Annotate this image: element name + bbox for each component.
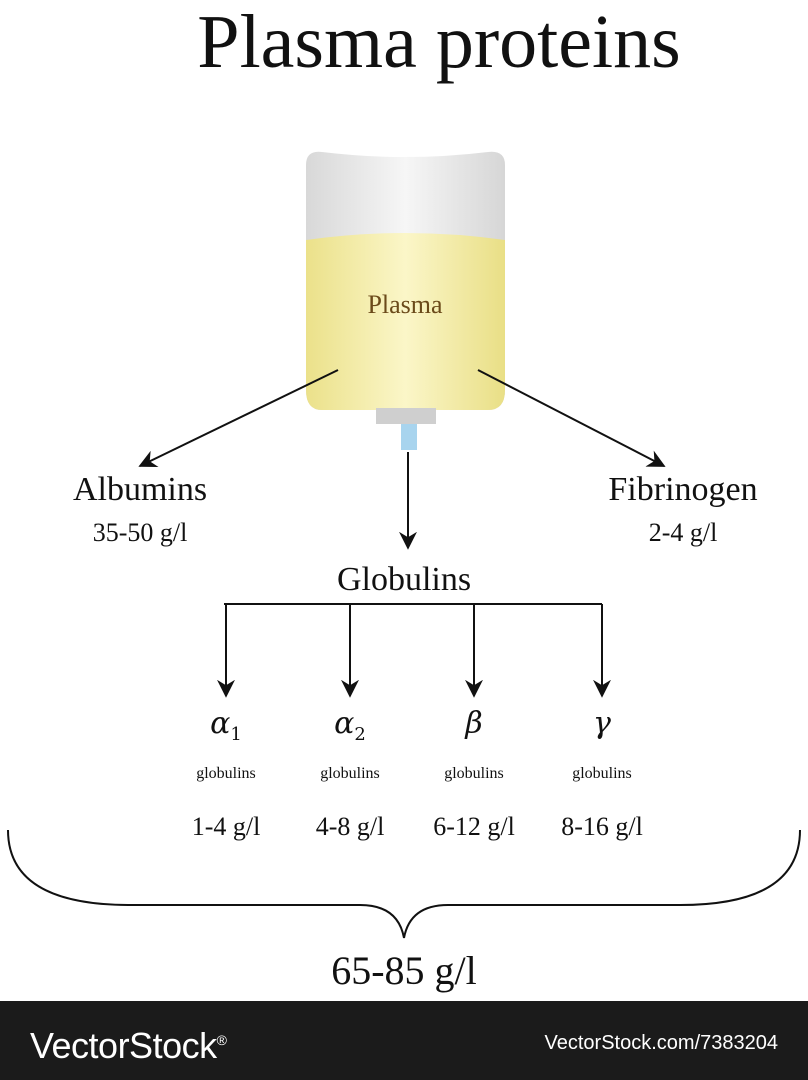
gamma-range: 8-16 g/l xyxy=(561,812,643,841)
albumins-range: 35-50 g/l xyxy=(92,518,188,547)
gamma-symbol: γ xyxy=(593,706,611,741)
alpha2-label: globulins xyxy=(320,765,380,782)
beta-range: 6-12 g/l xyxy=(433,812,515,841)
bag-outlet xyxy=(376,408,436,424)
fibrinogen-range: 2-4 g/l xyxy=(648,518,718,547)
plasma-fill xyxy=(306,233,505,410)
alpha1-symbol: α1 xyxy=(210,706,242,745)
alpha1-label: globulins xyxy=(196,765,256,782)
diagram-canvas xyxy=(7,151,801,939)
total-brace xyxy=(7,829,801,939)
arrow-to-albumins xyxy=(138,369,339,468)
bag-tube xyxy=(401,424,417,450)
fibrinogen-label: Fibrinogen xyxy=(608,471,758,508)
total-range: 65-85 g/l xyxy=(331,948,477,993)
albumins-label: Albumins xyxy=(72,471,208,508)
brand-logo: VectorStock® xyxy=(30,1025,227,1066)
beta-symbol: β xyxy=(465,706,483,741)
globulins-label: Globulins xyxy=(336,561,472,598)
footer-bar: VectorStock® VectorStock.com/7383204 xyxy=(0,1001,808,1080)
beta-label: globulins xyxy=(444,765,504,782)
alpha2-range: 4-8 g/l xyxy=(315,812,385,841)
alpha1-range: 1-4 g/l xyxy=(191,812,261,841)
page-title: Plasma proteins xyxy=(197,0,681,84)
plasma-bag-icon xyxy=(306,151,505,450)
stock-id: VectorStock.com/7383204 xyxy=(544,1032,778,1054)
arrow-to-fibrinogen xyxy=(477,369,666,467)
plasma-label: Plasma xyxy=(367,290,443,319)
gamma-label: globulins xyxy=(572,765,632,782)
alpha2-symbol: α2 xyxy=(334,706,366,745)
